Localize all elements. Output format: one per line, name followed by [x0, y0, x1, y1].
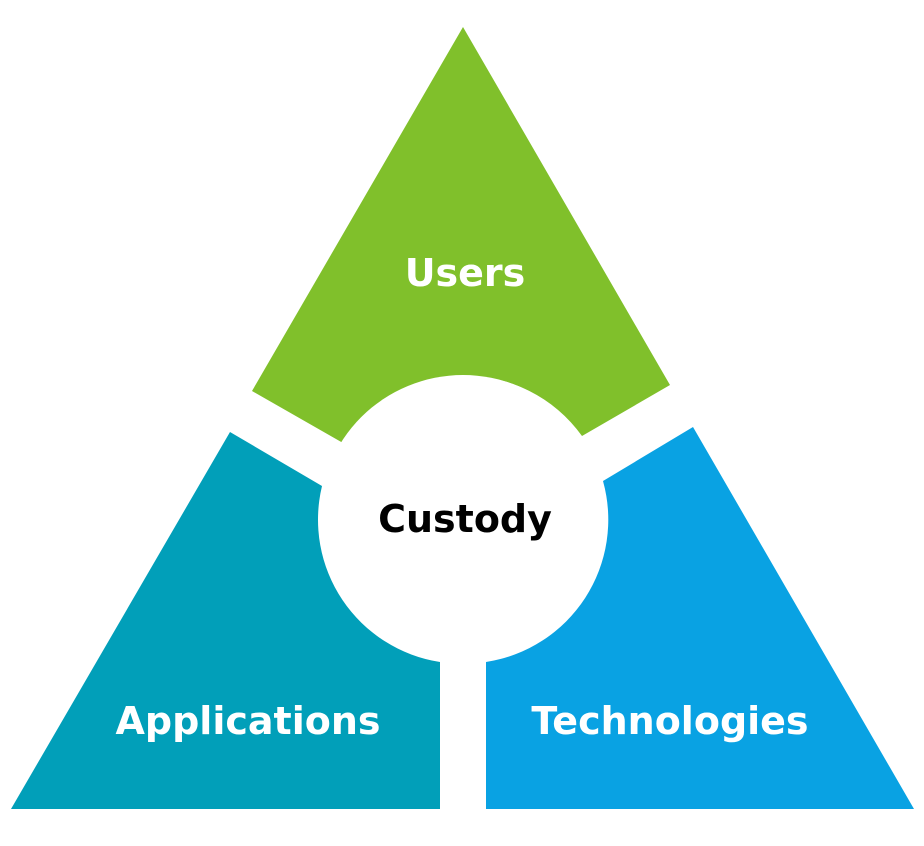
- custody-hub: [319, 375, 607, 663]
- users-label: Users: [405, 251, 526, 295]
- technologies-segment: [486, 427, 914, 809]
- custody-label: Custody: [378, 497, 552, 541]
- users-segment: [252, 27, 670, 443]
- applications-segment: [11, 432, 440, 809]
- technologies-label: Technologies: [531, 699, 808, 743]
- applications-label: Applications: [116, 699, 381, 743]
